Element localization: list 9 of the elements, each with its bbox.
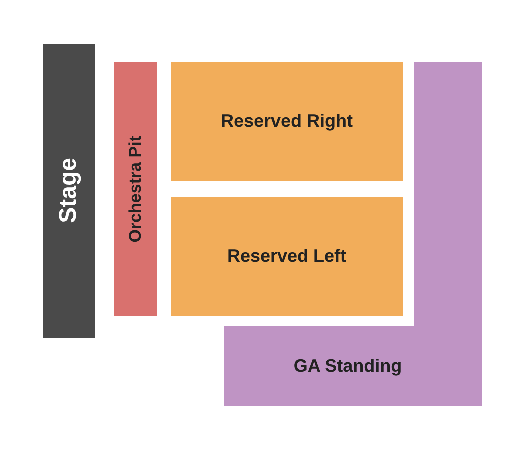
orchestra-pit-section <box>114 62 157 316</box>
seating-section <box>171 197 403 316</box>
section-label: Reserved Right <box>220 111 354 132</box>
stage-block <box>43 44 95 338</box>
section-label: Orchestra Pit <box>126 136 146 242</box>
section-label: Reserved Left <box>227 246 347 267</box>
section-label: GA Standing <box>294 356 402 376</box>
section-label: Stage <box>55 158 83 224</box>
seating-section <box>171 62 403 181</box>
